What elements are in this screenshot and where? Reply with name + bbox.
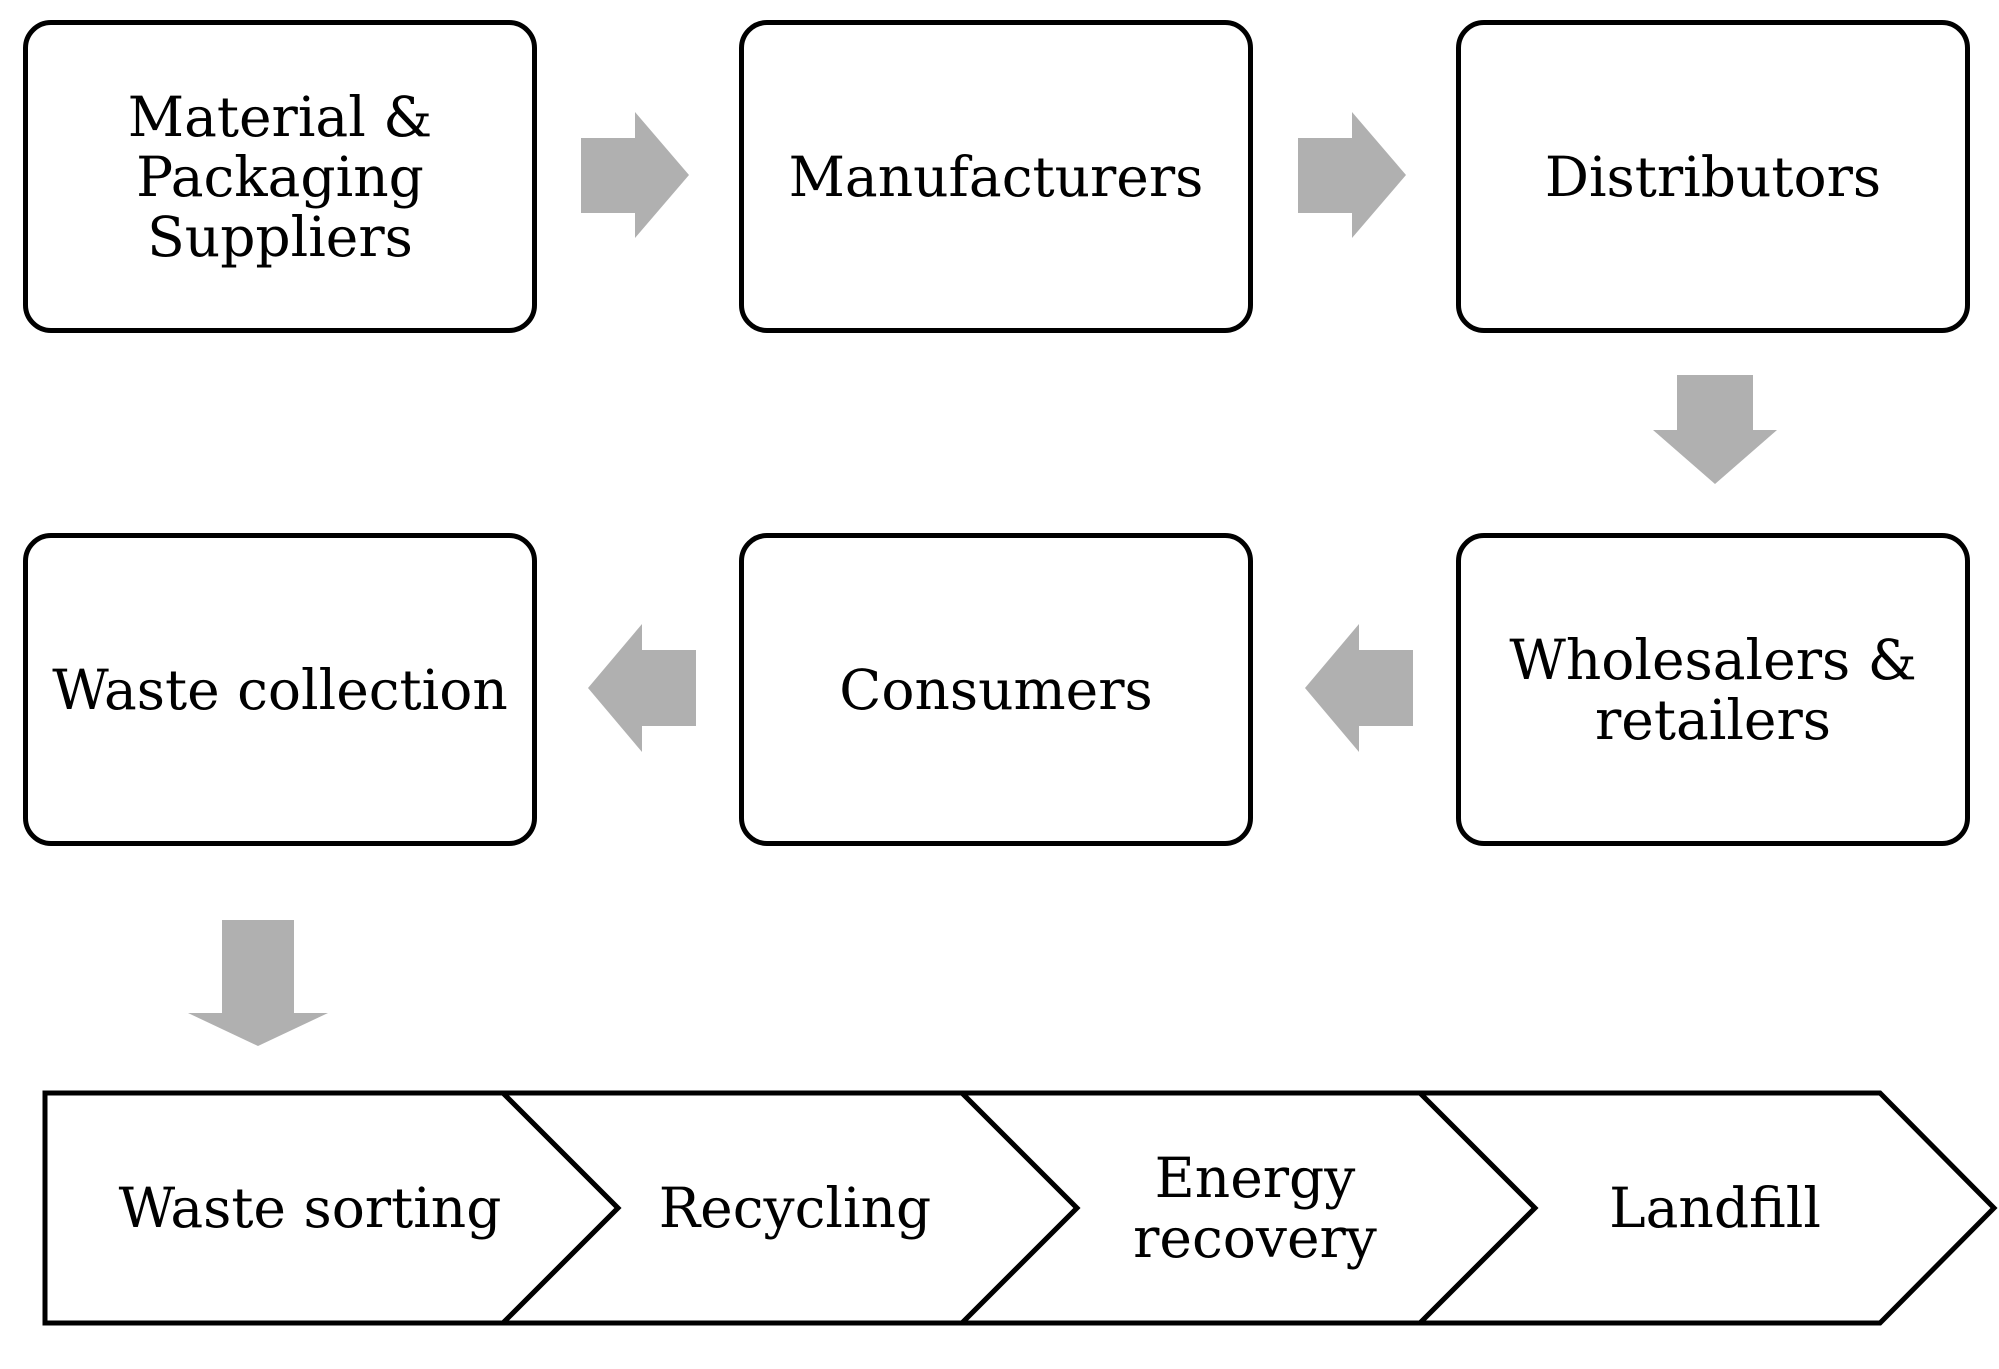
stage-box-suppliers: Material & Packaging Suppliers: [23, 20, 537, 333]
arrow-left-icon: [1305, 624, 1413, 752]
stage-box-manufacturers: Manufacturers: [739, 20, 1253, 333]
stage-label-wholesalers: Wholesalers & retailers: [1509, 627, 1917, 752]
chevron-label-waste-sorting: Waste sorting: [60, 1128, 560, 1288]
stage-label-consumers: Consumers: [839, 657, 1153, 722]
energy-recovery-text: Energy recovery: [1133, 1146, 1377, 1270]
arrow-down-icon: [188, 920, 328, 1046]
stage-box-distributors: Distributors: [1456, 20, 1970, 333]
chevron-label-landfill: Landfill: [1520, 1128, 1910, 1288]
arrow-right-icon: [581, 112, 689, 238]
stage-label-waste-collection: Waste collection: [52, 657, 508, 722]
stage-box-wholesalers: Wholesalers & retailers: [1456, 533, 1970, 846]
waste-sorting-text: Waste sorting: [118, 1176, 502, 1240]
stage-box-consumers: Consumers: [739, 533, 1253, 846]
recycling-text: Recycling: [658, 1176, 932, 1240]
chevron-shape-landfill: [1413, 1090, 1998, 1326]
stage-label-distributors: Distributors: [1544, 144, 1882, 209]
stage-label-manufacturers: Manufacturers: [788, 144, 1204, 209]
arrow-left-icon: [588, 624, 696, 752]
stage-box-waste-collection: Waste collection: [23, 533, 537, 846]
arrow-right-icon: [1298, 112, 1406, 238]
arrow-down-icon: [1653, 375, 1777, 484]
stage-label-suppliers: Material & Packaging Suppliers: [127, 84, 433, 269]
chevron-label-recycling: Recycling: [600, 1128, 990, 1288]
chevron-label-energy-recovery: Energy recovery: [1060, 1128, 1450, 1288]
landfill-text: Landfill: [1609, 1176, 1821, 1240]
